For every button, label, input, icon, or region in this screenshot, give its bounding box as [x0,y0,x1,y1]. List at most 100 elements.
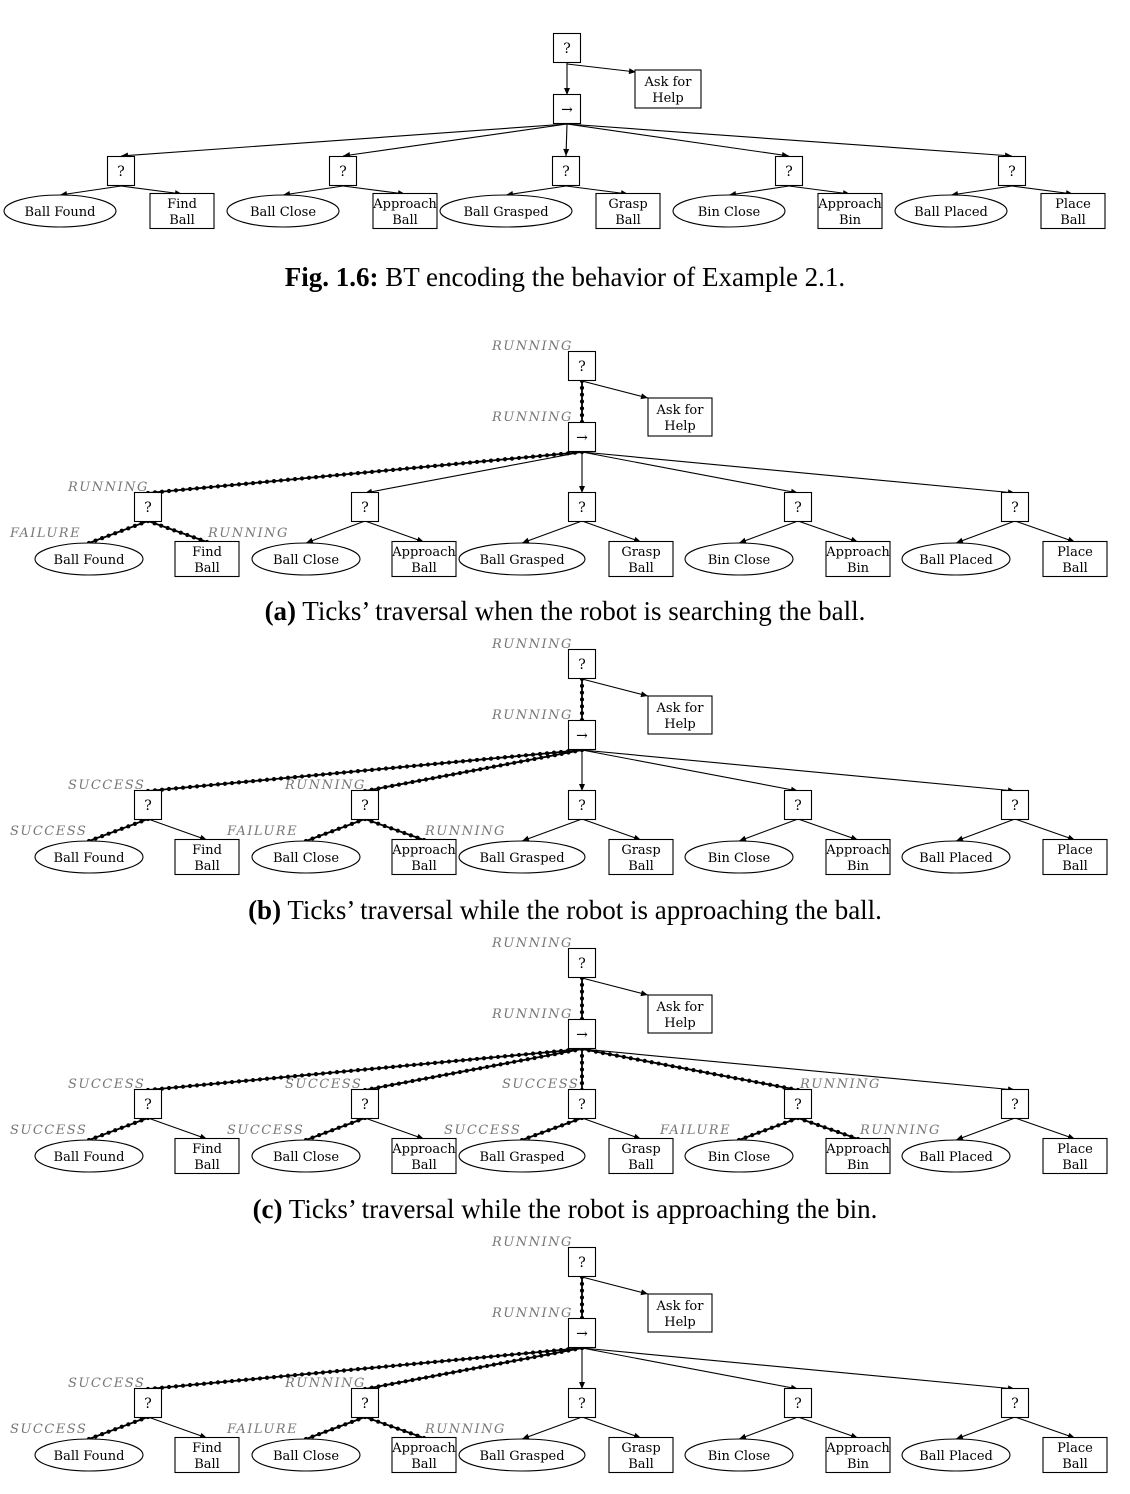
status-root: RUNNING [491,936,573,951]
condition-node-4-label: Bin Close [708,1449,771,1464]
tick-seq-fallback-1-dot [257,778,263,783]
tick-seq-fallback-2-dot [437,1073,442,1079]
sequence-node: → [552,93,582,125]
tick-fallback-2-condition [303,1115,368,1143]
tick-fallback-2-condition-dot [317,1133,322,1138]
tick-seq-fallback-2-dot [376,1384,381,1389]
edge-seq-fallback-3-head [563,148,570,156]
ask-for-help-action-line2: Help [664,1016,696,1031]
tick-fallback-3-condition-dot [546,1128,551,1133]
fallback-node-5-box [1000,1387,1030,1419]
condition-node-1-shape [34,1438,144,1472]
tick-seq-fallback-1-dot [201,1381,207,1386]
action-node-2-box [391,540,457,578]
condition-node-3: Ball Grasped [458,542,586,576]
tick-fallback-4-condition [736,1115,801,1143]
tick-seq-fallback-4-dot [705,1070,710,1075]
edge-seq-fallback-3-head [579,784,585,791]
tick-seq-fallback-1-dot [453,1058,459,1064]
tick-seq-fallback-2-dot [471,1366,476,1371]
edge-fallback-5-action [1014,1416,1076,1439]
root-fallback-node-label: ? [578,1255,586,1271]
tick-seq-fallback-2-dot [390,783,395,788]
tick-seq-fallback-1-dot [376,469,382,474]
tick-root-seq-dot [579,1295,585,1300]
edge-seq-fallback-4 [581,451,799,495]
tick-seq-fallback-1-dot [264,1375,270,1380]
tick-fallback-4-action-dot [802,1118,807,1123]
tick-seq-fallback-1-dot [418,763,424,768]
status-root: RUNNING [491,1235,573,1250]
tick-fallback-2-action [362,816,427,843]
action-node-4-box [825,1137,891,1175]
tick-seq-fallback-1-dot [180,1084,186,1089]
edge-fallback-5-condition [955,1416,1016,1440]
tick-seq-fallback-1-dot [229,1079,235,1085]
edge-root-askforhelp [581,1276,649,1296]
tick-fallback-4-condition-dot [750,1133,755,1138]
tick-seq-fallback-4-dot [663,1062,668,1067]
fallback-node-5-label: ? [1011,500,1019,516]
tick-seq-fallback-2-dot [430,776,435,781]
tick-seq-fallback-1-dot [474,459,480,465]
ask-for-help-action-line1: Ask for [656,1299,705,1314]
fallback-node-4-label: ? [794,1097,802,1113]
status-condition-2: SUCCESS [227,1123,304,1138]
tick-seq-fallback-1-dot [278,478,284,483]
tick-root-seq-dot [579,1309,585,1314]
edge-fallback-5-condition [955,520,1016,544]
tick-seq-fallback-1-dot [488,756,494,761]
tick-fallback-1-condition-dot [100,536,105,541]
tick-fallback-2-condition-dot [323,1130,328,1135]
tick-fallback-2-condition-dot [330,1128,335,1133]
tick-seq-fallback-1-dot [222,1379,228,1384]
tick-fallback-2-action-dot [382,1421,387,1427]
tick-seq-fallback-1-dot [432,1359,438,1364]
condition-node-4-label: Bin Close [708,553,771,568]
tick-fallback-1-condition-dot [93,1434,98,1439]
tick-seq-fallback-2-dot [403,1080,408,1085]
tick-seq-fallback-1-dot [446,760,452,765]
tick-seq-fallback-2-dot [559,1349,564,1354]
condition-node-4-label: Bin Close [708,851,771,866]
condition-node-3-shape [458,1438,586,1472]
tick-seq-fallback-1-dot [523,753,529,758]
tick-fallback-1-condition-dot [93,538,98,543]
edge-root-askforhelp-line [566,63,637,73]
edge-fallback-5-condition-line [955,818,1016,842]
tick-seq-fallback-1-dot [327,1070,333,1075]
fallback-node-5: ? [1000,789,1030,821]
action-node-3-line2: Ball [628,1457,654,1472]
tick-fallback-4-condition-line [738,1117,799,1141]
condition-node-4-label: Bin Close [698,205,761,220]
tick-seq-fallback-3-dot [579,1074,585,1079]
edge-fallback-4-condition-head [739,1433,747,1440]
condition-node-3-shape [458,542,586,576]
tick-fallback-1-condition-dot [132,523,137,528]
tick-fallback-3-condition-dot [533,1133,538,1138]
tick-seq-fallback-1-dot [502,1353,508,1358]
tick-fallback-1-condition-dot [139,819,144,824]
condition-node-5-shape [894,194,1008,228]
caption-fig-b: (b) Ticks’ traversal while the robot is … [248,895,882,925]
fallback-node-5-label: ? [1011,1097,1019,1113]
tick-seq-fallback-1-dot [376,1066,382,1071]
tick-fallback-3-condition-dot [566,1120,571,1125]
tick-seq-fallback-1-dot [530,1051,536,1056]
condition-node-5: Ball Placed [901,542,1011,576]
tick-seq-fallback-1-dot [425,762,431,767]
action-node-3-line2: Ball [628,1158,654,1173]
fallback-node-1-label: ? [117,164,125,180]
tick-fallback-1-condition-dot [132,1419,137,1424]
tick-seq-fallback-1-dot [390,1064,396,1069]
tick-seq-fallback-1-dot [201,1082,207,1087]
tick-fallback-4-condition-dot [776,1123,781,1128]
ask-for-help-action-line1: Ask for [644,75,693,90]
fallback-node-1-label: ? [144,500,152,516]
tick-fallback-2-condition [303,1414,368,1442]
fallback-node-3-label: ? [578,798,586,814]
